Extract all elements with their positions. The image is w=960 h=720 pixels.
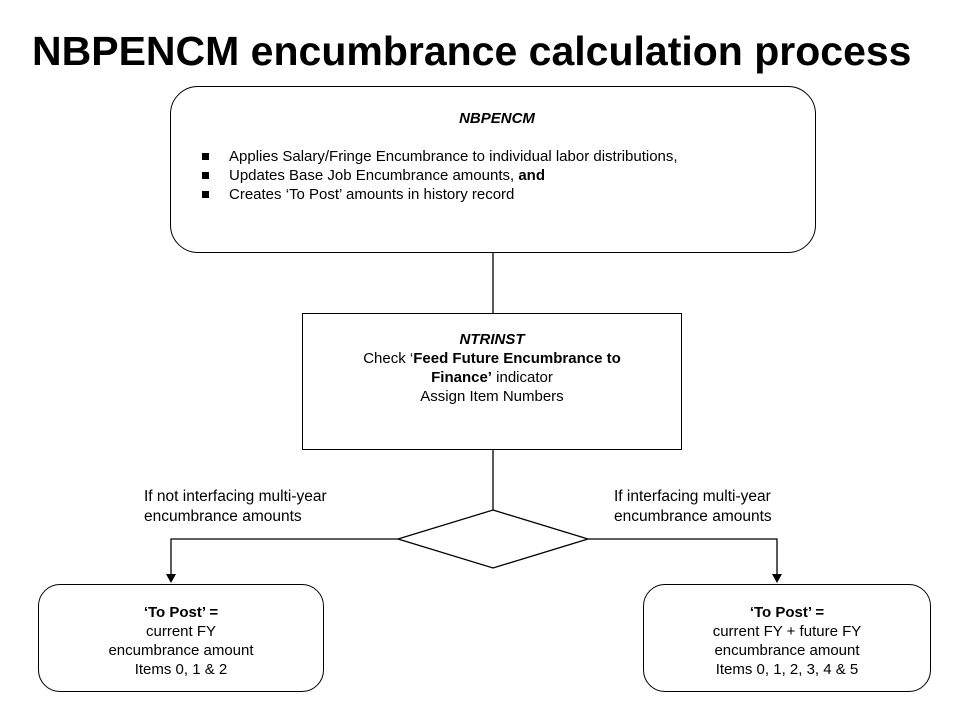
arrowhead-right xyxy=(772,574,782,583)
ntrinst-line-2: Finance’ indicator xyxy=(431,369,553,386)
square-bullet-icon xyxy=(202,172,209,179)
connector-right-branch xyxy=(588,538,778,574)
to-post-current-fy-box: ‘To Post’ = current FY encumbrance amoun… xyxy=(38,584,324,692)
nbpencm-bullet-1: Applies Salary/Fringe Encumbrance to ind… xyxy=(199,147,795,166)
to-post-header-left: ‘To Post’ = xyxy=(143,604,219,621)
nbpencm-bullet-2: Updates Base Job Encumbrance amounts, an… xyxy=(199,166,795,185)
square-bullet-icon xyxy=(202,191,209,198)
nbpencm-header: NBPENCM xyxy=(459,110,535,127)
nbpencm-process-box: NBPENCM Applies Salary/Fringe Encumbranc… xyxy=(170,86,816,253)
connector-left-branch xyxy=(170,538,398,574)
branch-label-not-interfacing: If not interfacing multi-year encumbranc… xyxy=(144,488,327,525)
to-post-future-fy-box: ‘To Post’ = current FY + future FY encum… xyxy=(643,584,931,692)
decision-diamond xyxy=(395,509,591,569)
ntrinst-header: NTRINST xyxy=(459,331,525,348)
square-bullet-icon xyxy=(202,153,209,160)
ntrinst-line-3: Assign Item Numbers xyxy=(420,388,564,405)
to-post-header-right: ‘To Post’ = xyxy=(749,604,825,621)
arrowhead-left xyxy=(166,574,176,583)
nbpencm-bullet-list: Applies Salary/Fringe Encumbrance to ind… xyxy=(199,147,795,204)
branch-label-interfacing: If interfacing multi-year encumbrance am… xyxy=(614,488,772,525)
ntrinst-line-1: Check ‘Feed Future Encumbrance to xyxy=(363,350,621,367)
page-title: NBPENCM encumbrance calculation process xyxy=(32,28,912,74)
ntrinst-process-box: NTRINST Check ‘Feed Future Encumbrance t… xyxy=(302,313,682,450)
nbpencm-bullet-3: Creates ‘To Post’ amounts in history rec… xyxy=(199,185,795,204)
